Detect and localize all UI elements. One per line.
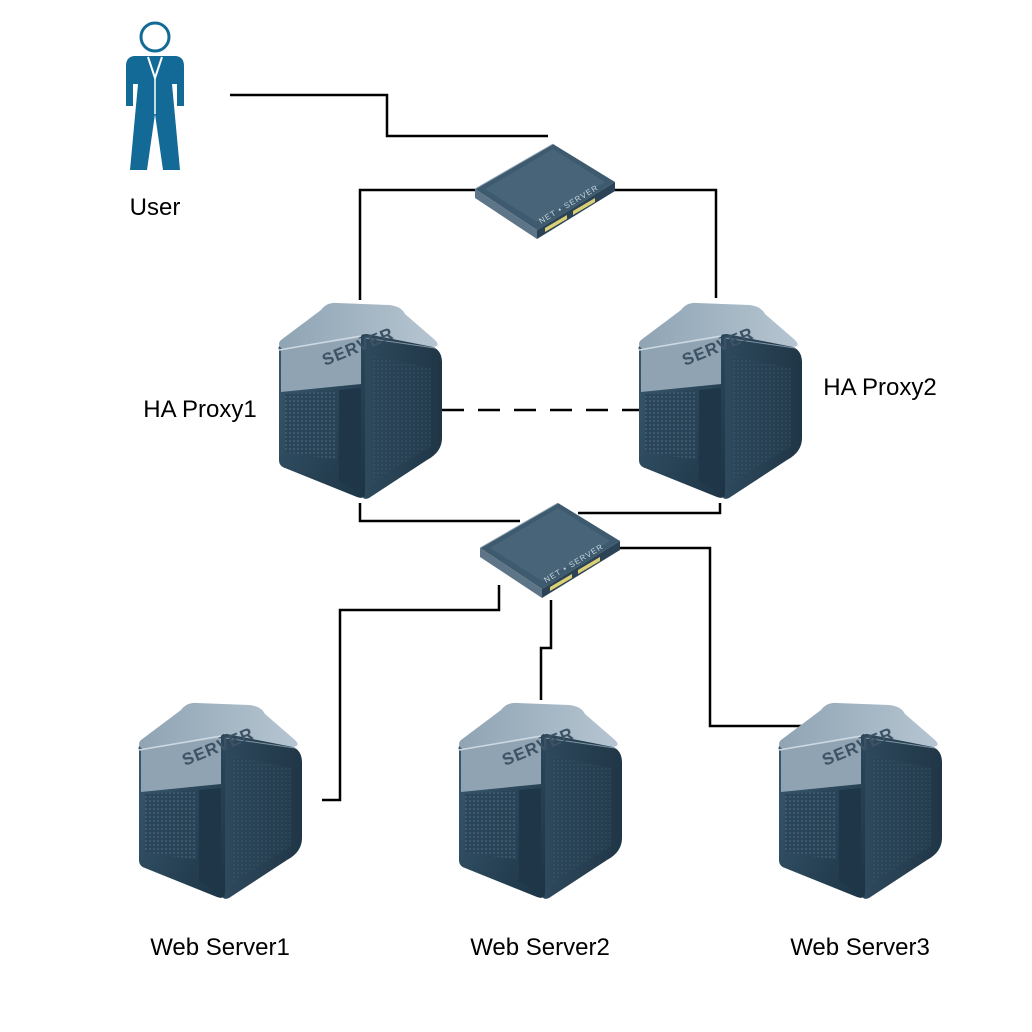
web-server1-node: SERVER Web Server1 (137, 702, 303, 961)
network-switch-icon: NET • SERVER (479, 502, 621, 599)
link-switch1-to-proxy1 (358, 188, 475, 300)
server-icon: SERVER (777, 702, 943, 900)
server-icon: SERVER (137, 702, 303, 900)
link-proxy1-to-switch2 (358, 503, 520, 523)
network-switch-icon: NET • SERVER (474, 143, 616, 240)
ha-proxy1-label: HA Proxy1 (143, 396, 256, 423)
web-server2-node: SERVER Web Server2 (457, 702, 623, 961)
web-server3-label: Web Server3 (790, 934, 930, 961)
web-server2-label: Web Server2 (470, 934, 610, 961)
server-icon: SERVER (457, 702, 623, 900)
web-server1-label: Web Server1 (150, 934, 290, 961)
ha-proxy2-label: HA Proxy2 (823, 374, 936, 401)
server-icon: SERVER (637, 302, 803, 500)
link-switch2-to-web3 (620, 546, 802, 728)
server-icon: SERVER (277, 302, 443, 500)
web-server3-node: SERVER Web Server3 (777, 702, 943, 961)
link-switch2-to-web2 (539, 600, 553, 700)
person-icon (126, 21, 184, 170)
user-node: User (126, 21, 184, 221)
link-switch2-to-web1 (322, 585, 501, 802)
user-label: User (130, 194, 181, 221)
ha-proxy2-node: SERVER HA Proxy2 (637, 302, 937, 500)
connection-lines (230, 93, 802, 802)
link-user-to-switch1 (230, 93, 548, 138)
ha-proxy1-node: SERVER HA Proxy1 (143, 302, 443, 500)
link-proxy2-to-switch2 (578, 503, 722, 515)
link-switch1-to-proxy2 (610, 188, 718, 298)
